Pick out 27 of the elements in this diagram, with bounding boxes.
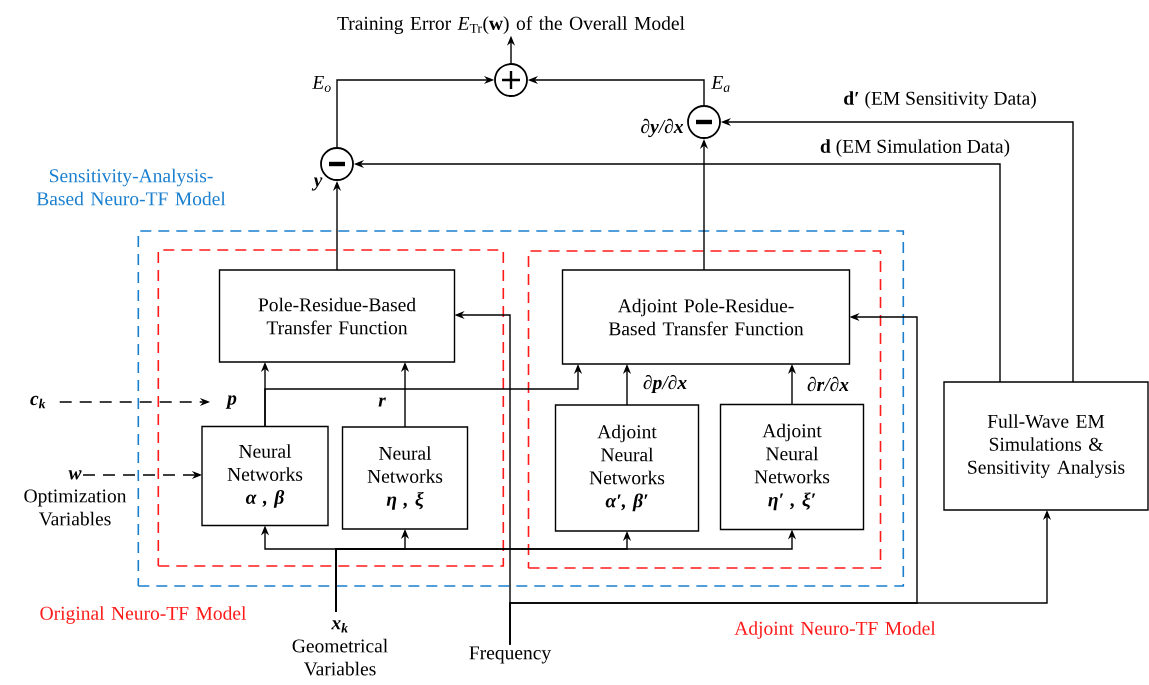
text-label: Training Error E$_{Tr}$(w) of the Overall Model [337, 16, 685, 34]
process-box: Neural Networks η , ξ [341, 426, 469, 530]
edge-label: ∂y/∂x [639, 117, 685, 139]
region-label: Original Neuro-TF Model [40, 606, 247, 624]
text-label: w Optimization Variables [24, 470, 127, 526]
edge-label: p [225, 394, 238, 410]
edge-label: r [377, 396, 387, 408]
region-label: Sensitivity-Analysis-Based Neuro-TF Model [36, 168, 226, 206]
process-box: Neural Networks α , β [201, 425, 329, 527]
text-label: Frequency [469, 646, 552, 664]
edge-label: E$_{a}$ [710, 75, 732, 93]
edge-label: E$_{o}$ [311, 75, 333, 93]
process-box: Adjoint Pole-Residue-Based Transfer Function [561, 269, 851, 365]
process-box: Adjoint Neural Networks α′, β′ [554, 404, 700, 532]
region-label: Adjoint Neuro-TF Model [734, 621, 936, 639]
text-label: c$_{k}$ [30, 395, 46, 409]
minus-circle [687, 105, 721, 139]
process-box: Pole-Residue-Based Transfer Function [218, 269, 456, 363]
edge-label: ∂r/∂x [806, 375, 850, 393]
edge-label: ∂p/∂x [641, 373, 689, 395]
text-label: x$_{k}$ Geometrical Variables [292, 620, 388, 676]
edge-label: y [311, 176, 324, 192]
process-box: Full-Wave EM Simulations & Sensitivity Analysis [943, 381, 1149, 511]
edge-label: d′ (EM Sensitivity Data) [842, 90, 1038, 110]
edge-label: d (EM Simulation Data) [818, 138, 1012, 158]
process-box: Adjoint Neural Networks η′ , ξ′ [719, 403, 865, 531]
plus-circle [494, 63, 528, 97]
